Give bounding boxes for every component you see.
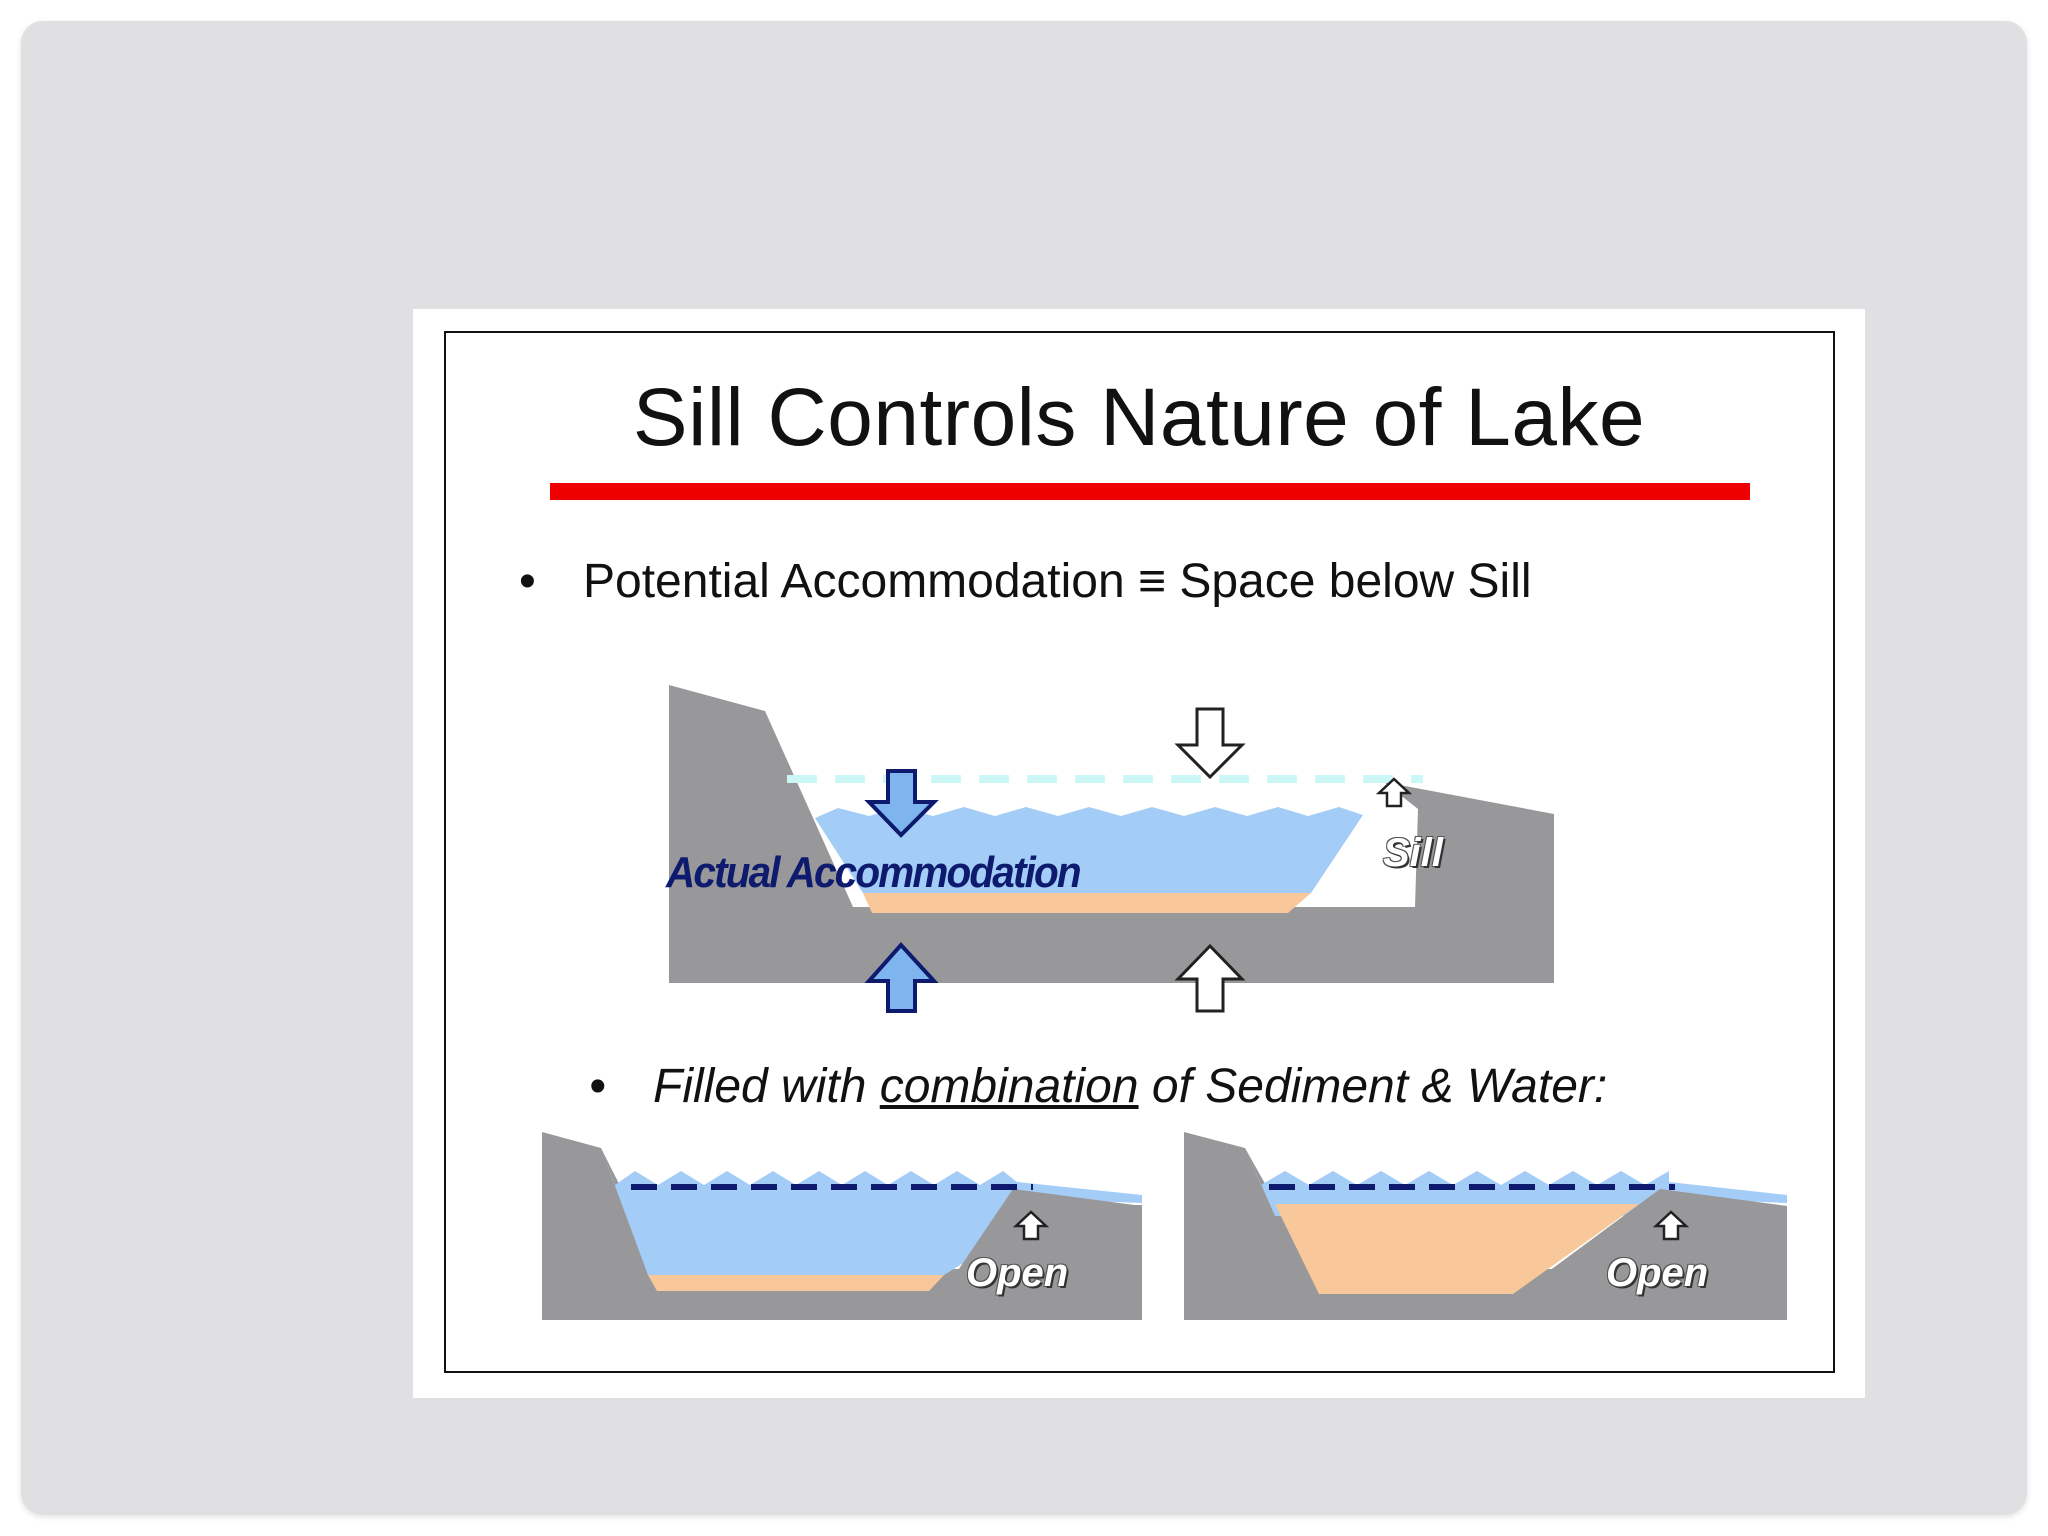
sediment-filled-lake-diagram	[1184, 1132, 1787, 1320]
left-panel-open-label: Open	[966, 1251, 1069, 1295]
bullet-filled-with: • Filled with combination of Sediment & W…	[589, 1059, 1607, 1114]
right-panel-sediment	[1275, 1204, 1639, 1294]
main-lake-diagram	[669, 685, 1554, 1013]
left-panel-open-arrow-icon	[1012, 1210, 1050, 1241]
potential-top-arrow-icon	[1174, 707, 1246, 780]
bullet-text-underlined: combination	[879, 1060, 1139, 1113]
right-panel-open-arrow-icon	[1652, 1210, 1690, 1241]
right-panel-open-label: Open	[1606, 1251, 1709, 1295]
slide-border	[444, 331, 1835, 1373]
sill-arrow-icon	[1375, 777, 1413, 808]
left-panel-sill	[901, 1189, 1142, 1319]
actual-accommodation-label: Actual Accommodation	[666, 848, 1082, 897]
slide: Sill Controls Nature of Lake • Potential …	[413, 309, 1865, 1398]
right-panel-sill	[1483, 1189, 1787, 1320]
main-sediment	[863, 893, 1311, 913]
left-panel-sediment	[648, 1275, 944, 1291]
title-underline	[550, 483, 1750, 500]
bullet-text: Potential Accommodation ≡ Space below Si…	[583, 555, 1532, 608]
water-filled-lake-diagram	[542, 1132, 1142, 1320]
main-lake-water	[815, 807, 1363, 893]
bullet-marker: •	[589, 1060, 606, 1113]
slide-title: Sill Controls Nature of Lake	[632, 372, 1646, 463]
left-panel-water	[601, 1148, 1142, 1275]
sill-label: Sill	[1383, 831, 1444, 875]
bullet-text-before: Filled with	[653, 1060, 880, 1113]
bullet-text-after: of Sediment & Water:	[1138, 1060, 1608, 1113]
lake-diagrams	[542, 685, 1787, 1320]
actual-top-arrow-icon	[864, 769, 939, 838]
bullet-marker: •	[519, 555, 536, 608]
actual-bottom-arrow-icon	[864, 942, 939, 1013]
potential-bottom-arrow-icon	[1174, 943, 1246, 1013]
bullet-potential-accommodation: • Potential Accommodation ≡ Space below S…	[519, 554, 1532, 609]
